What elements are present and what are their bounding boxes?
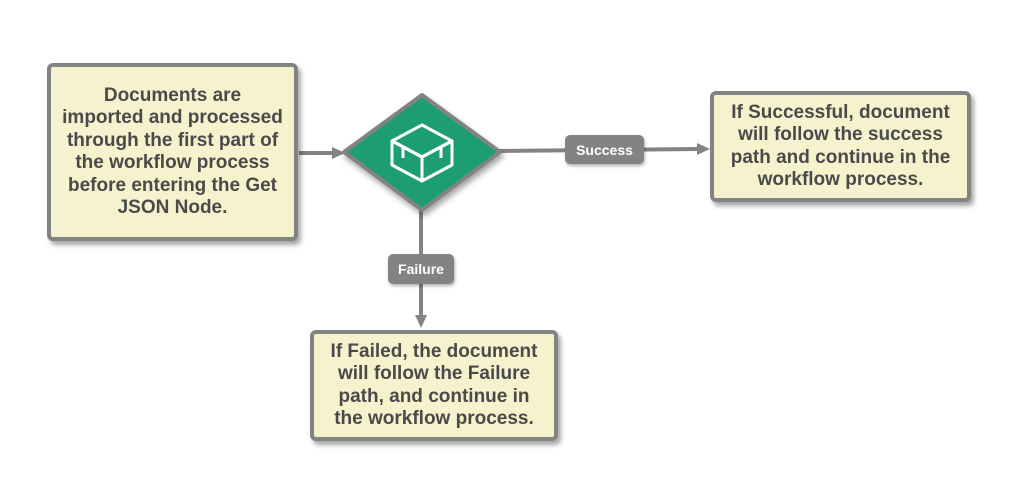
success-path-note: If Successful, document will follow the … xyxy=(710,91,971,202)
input-process-note: Documents are imported and processed thr… xyxy=(47,63,298,241)
success-path-text: If Successful, document will follow the … xyxy=(730,101,951,191)
failure-path-text: If Failed, the document will follow the … xyxy=(330,340,538,430)
success-edge-label: Success xyxy=(565,135,644,164)
failure-edge-label: Failure xyxy=(388,254,454,284)
connector-input-to-decision xyxy=(299,147,345,159)
box-outline-icon xyxy=(390,123,454,183)
failure-path-note: If Failed, the document will follow the … xyxy=(310,330,558,441)
decision-node[interactable] xyxy=(342,93,502,212)
input-process-text: Documents are imported and processed thr… xyxy=(62,84,283,219)
